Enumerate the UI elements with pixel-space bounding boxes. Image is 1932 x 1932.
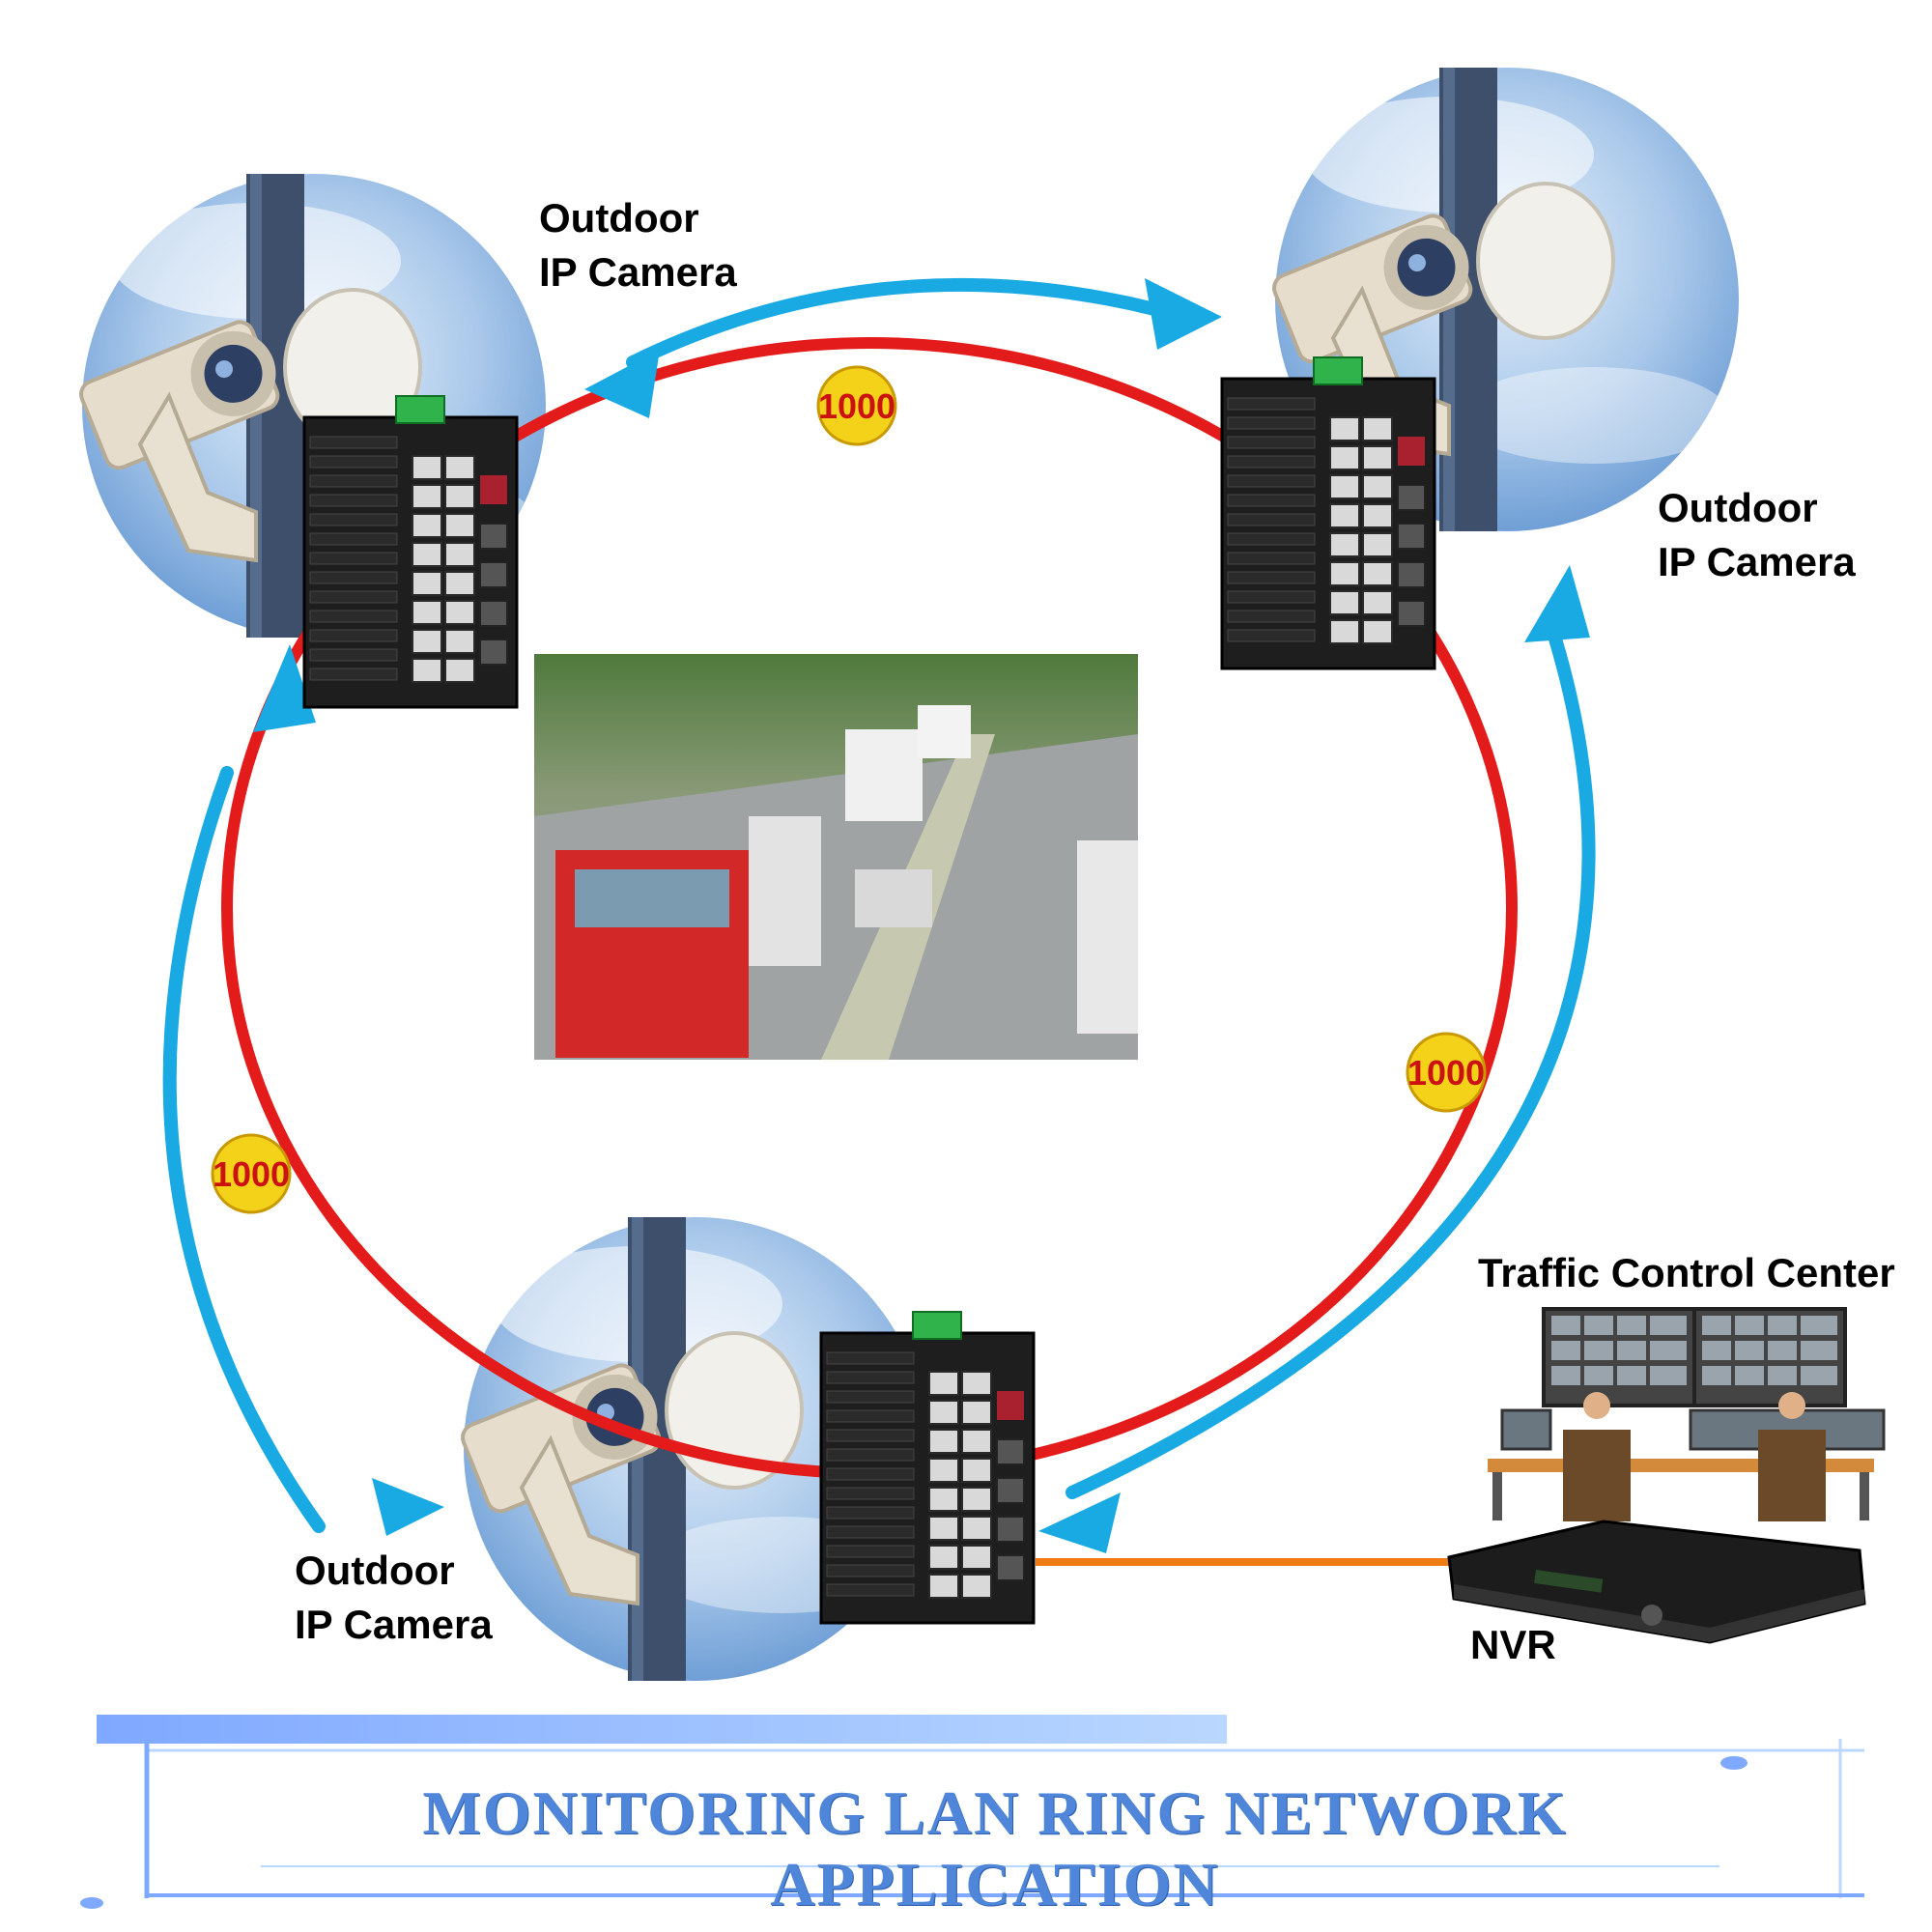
nvr-label: NVR [1470, 1622, 1556, 1667]
title-banner [80, 1715, 1864, 1909]
highway-photo [534, 654, 1138, 1060]
arrow-left [162, 766, 326, 1533]
camera-label-top-right: Outdoor IP Camera [1658, 485, 1856, 584]
arrowhead-top-left [584, 350, 660, 418]
switch-top-left [302, 394, 519, 709]
control-center-label: Traffic Control Center [1478, 1250, 1895, 1295]
speed-badge-left-text: 1000 [213, 1154, 290, 1194]
arrowhead-right-up [1524, 565, 1590, 642]
arrowhead-top-right [1145, 278, 1222, 350]
nvr-device [1447, 1520, 1866, 1644]
speed-badge-right: 1000 [1406, 1032, 1487, 1113]
page-title: MONITORING LAN RING NETWORK APPLICATION [422, 1778, 1568, 1918]
speed-badge-top: 1000 [816, 365, 897, 446]
speed-badge-top-text: 1000 [818, 386, 895, 426]
arrow-heads [253, 278, 1590, 1553]
speed-badge-left: 1000 [211, 1133, 292, 1214]
arrow-right [1065, 616, 1596, 1499]
arrowhead-left-down [372, 1478, 444, 1536]
arrowhead-right-down [1038, 1492, 1121, 1553]
speed-badge-right-text: 1000 [1407, 1053, 1485, 1093]
flow-arrows [162, 277, 1596, 1533]
control-center-illustration [1488, 1307, 1886, 1521]
switch-bottom [819, 1310, 1036, 1625]
camera-label-top-left: Outdoor IP Camera [539, 195, 737, 295]
arrow-top [626, 277, 1161, 369]
camera-label-bottom: Outdoor IP Camera [295, 1548, 493, 1647]
arrowhead-left-up [253, 644, 316, 732]
switch-top-right [1220, 355, 1436, 670]
